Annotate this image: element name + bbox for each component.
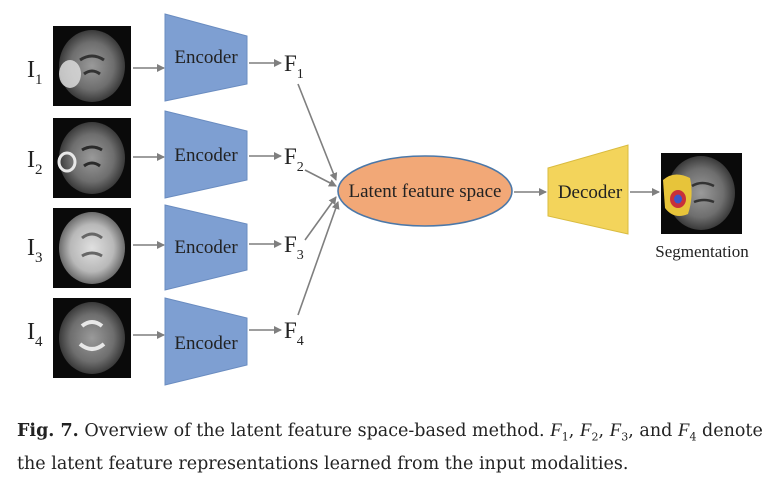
feature-label-1: F1 [284, 51, 304, 82]
caption-f3: F [609, 420, 622, 441]
method-diagram: I1 I2 I3 I4 Encoder Encoder Encoder Enco… [27, 13, 749, 386]
mri-scan-3 [53, 208, 131, 288]
mri-scan-1 [53, 26, 131, 106]
feature-label-4: F4 [284, 318, 304, 349]
encoder-2: Encoder [164, 110, 248, 199]
input-label-2: I2 [27, 147, 43, 178]
feature-label-3: F3 [284, 232, 304, 263]
input-label-4: I4 [27, 319, 43, 350]
caption-text-a: Overview of the latent feature space-bas… [78, 421, 551, 441]
caption-sep-1: , [568, 421, 580, 441]
caption-figure-label: Fig. 7. [17, 421, 79, 441]
encoder-1: Encoder [164, 13, 248, 102]
caption-sep-2: , [598, 421, 610, 441]
decoder: Decoder [547, 144, 629, 235]
caption-f2-sub: 2 [591, 430, 599, 444]
caption-f1: F [550, 420, 562, 441]
segmentation-label: Segmentation [655, 242, 749, 261]
encoder-2-label: Encoder [174, 145, 238, 166]
caption-f3-sub: 3 [621, 430, 629, 444]
encoder-1-label: Encoder [174, 47, 238, 68]
arrow-f1-latent [297, 83, 338, 181]
caption-f2: F [579, 420, 592, 441]
caption-f4-sub: 4 [689, 430, 697, 444]
figure-caption: Fig. 7. Overview of the latent feature s… [17, 418, 767, 477]
input-label-1: I1 [27, 57, 43, 88]
caption-sep-3: , and [628, 421, 678, 441]
arrow-f4-latent [297, 201, 340, 316]
mri-scan-4 [53, 298, 131, 378]
caption-f4: F [677, 420, 690, 441]
encoder-4-label: Encoder [174, 333, 238, 354]
mri-scan-2 [53, 118, 131, 198]
latent-feature-space-label: Latent feature space [349, 181, 502, 202]
encoder-3: Encoder [164, 204, 248, 291]
encoder-3-label: Encoder [174, 237, 238, 258]
arrow-f3-latent [304, 196, 337, 241]
segmentation-output-scan [661, 153, 742, 234]
feature-label-2: F2 [284, 144, 304, 175]
input-label-3: I3 [27, 235, 43, 266]
caption-f1-sub: 1 [561, 430, 569, 444]
latent-feature-space: Latent feature space [337, 155, 513, 227]
caption-text-b: denote the latent feature representation… [17, 421, 763, 474]
encoder-4: Encoder [164, 297, 248, 386]
decoder-label: Decoder [558, 182, 623, 203]
arrow-f2-latent [304, 169, 337, 187]
